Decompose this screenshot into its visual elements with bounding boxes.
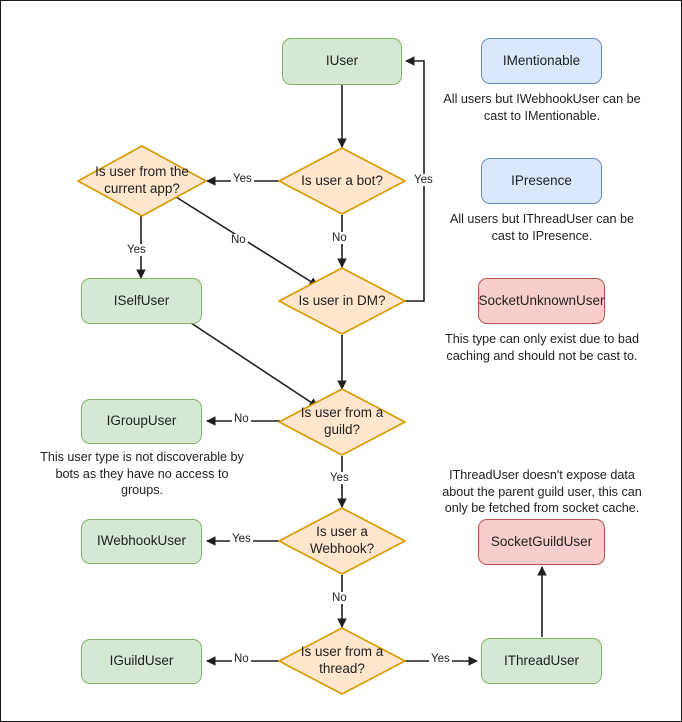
note-ipresence-text: All users but IThreadUser can be cast to… (449, 212, 635, 243)
edge-label-currentapp-yes: Yes (125, 244, 148, 256)
node-ipresence[interactable]: IPresence (481, 158, 602, 204)
node-iwebhookuser-label: IWebhookUser (96, 533, 187, 549)
diamond-shape (77, 145, 207, 217)
node-is-bot[interactable]: Is user a bot? (278, 147, 406, 215)
node-current-app-label: Is user from the current app? (95, 164, 189, 196)
note-socketunknownuser: This type can only exist due to bad cach… (437, 331, 647, 364)
edge-label-iswebhook-yes: Yes (230, 533, 253, 545)
node-iselfuser[interactable]: ISelfUser (81, 278, 202, 324)
diamond-shape (278, 627, 406, 695)
node-socketguilduser[interactable]: SocketGuildUser (478, 519, 605, 565)
node-ipresence-label: IPresence (511, 172, 572, 188)
edge-label-currentapp-no: No (229, 234, 248, 246)
edge-label-fromguild-yes: Yes (328, 472, 351, 484)
note-socketunknownuser-text: This type can only exist due to bad cach… (445, 332, 639, 363)
edge-label-fromguild-no: No (232, 413, 251, 425)
node-iselfuser-label: ISelfUser (113, 292, 170, 308)
node-current-app[interactable]: Is user from the current app? (77, 145, 207, 217)
node-socketunknownuser-label: SocketUnknownUser (478, 292, 605, 308)
node-is-bot-label: Is user a bot? (301, 172, 383, 188)
node-iguilduser[interactable]: IGuildUser (81, 639, 202, 684)
note-igroupuser: This user type is not discoverable by bo… (40, 449, 244, 499)
node-from-thread[interactable]: Is user from a thread? (278, 627, 406, 695)
edge-label-fromthread-yes: Yes (429, 653, 452, 665)
edge-label-fromthread-no: No (232, 653, 251, 665)
edge-label-isbot-no: No (330, 232, 349, 244)
node-socketguilduser-label: SocketGuildUser (490, 533, 593, 549)
node-iwebhookuser[interactable]: IWebhookUser (81, 519, 202, 564)
edge-label-isbot-yes: Yes (231, 173, 254, 185)
note-ipresence: All users but IThreadUser can be cast to… (439, 211, 645, 244)
note-ithreaduser: IThreadUser doesn't expose data about th… (433, 467, 651, 517)
diamond-shape (278, 507, 406, 575)
node-from-thread-label: Is user from a thread? (300, 644, 384, 676)
note-igroupuser-text: This user type is not discoverable by bo… (40, 450, 244, 498)
node-igroupuser-label: IGroupUser (106, 413, 177, 429)
node-is-dm-label: Is user in DM? (298, 292, 386, 308)
node-ithreaduser-label: IThreadUser (503, 652, 580, 668)
node-ithreaduser[interactable]: IThreadUser (481, 638, 602, 684)
node-iuser-label: IUser (325, 53, 359, 69)
note-imentionable-text: All users but IWebhookUser can be cast t… (443, 92, 641, 123)
node-iuser[interactable]: IUser (282, 38, 402, 85)
node-socketunknownuser[interactable]: SocketUnknownUser (478, 278, 605, 324)
node-imentionable[interactable]: IMentionable (481, 38, 602, 84)
node-is-webhook-label: Is user a Webhook? (309, 524, 375, 556)
note-imentionable: All users but IWebhookUser can be cast t… (439, 91, 645, 124)
node-is-dm[interactable]: Is user in DM? (278, 267, 406, 335)
node-from-guild-label: Is user from a guild? (300, 405, 384, 437)
edge-label-isdm-yes: Yes (412, 174, 435, 186)
node-igroupuser[interactable]: IGroupUser (81, 399, 202, 444)
node-imentionable-label: IMentionable (502, 52, 581, 68)
note-ithreaduser-text: IThreadUser doesn't expose data about th… (442, 468, 642, 516)
node-is-webhook[interactable]: Is user a Webhook? (278, 507, 406, 575)
node-iguilduser-label: IGuildUser (109, 653, 174, 669)
node-from-guild[interactable]: Is user from a guild? (278, 388, 406, 456)
edge-label-iswebhook-no: No (330, 592, 349, 604)
